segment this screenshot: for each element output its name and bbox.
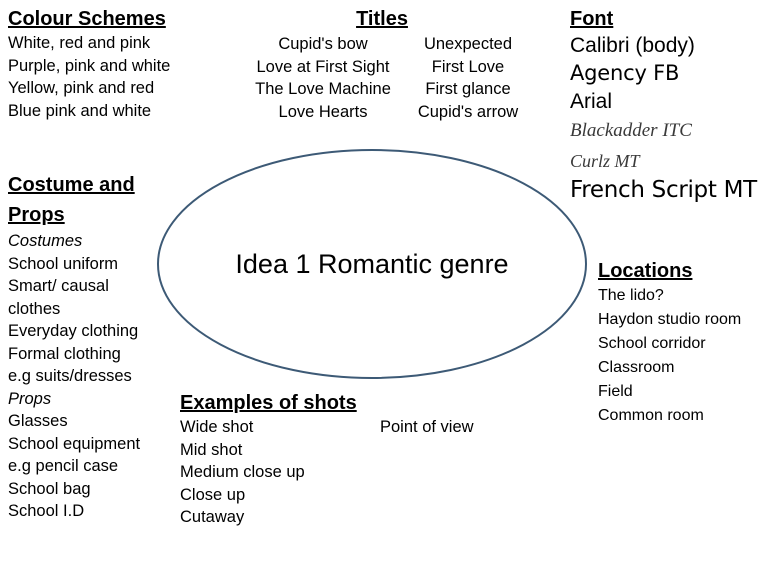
central-idea-label: Idea 1 Romantic genre	[235, 248, 509, 279]
list-item: Cupid's arrow	[417, 102, 519, 121]
font-sample-french-script: French Script MT	[570, 177, 757, 203]
font-sample-blackadder: Blackadder ITC	[570, 120, 692, 141]
shots-column-right: Point of view	[380, 416, 510, 529]
list-item: Cupid's bow	[278, 35, 368, 53]
font-sample-curlz: Curlz MT	[570, 151, 640, 171]
costume-props-heading-line2: Props	[8, 204, 65, 226]
list-item: Common room	[598, 407, 704, 424]
titles-section: Titles Cupid's bow Love at First Sight T…	[237, 6, 527, 123]
colour-schemes-section: Colour Schemes White, red and pink Purpl…	[8, 6, 170, 122]
props-subheading: Props	[8, 389, 52, 408]
list-item: Mid shot	[180, 440, 243, 459]
list-item: Purple, pink and white	[8, 56, 171, 75]
list-item: Haydon studio room	[598, 311, 742, 328]
list-item: Smart/ causal	[8, 277, 109, 295]
list-item: clothes	[8, 299, 61, 318]
list-item: Field	[598, 383, 633, 400]
locations-heading: Locations	[598, 260, 693, 282]
costume-props-heading-line1: Costume and	[8, 174, 135, 196]
list-item: School bag	[8, 479, 91, 498]
list-item: School equipment	[8, 434, 141, 453]
ellipse-shape	[157, 149, 587, 379]
font-sample-calibri: Calibri (body)	[570, 34, 695, 57]
list-item: Glasses	[8, 412, 68, 430]
list-item: Unexpected	[423, 35, 513, 53]
examples-of-shots-heading: Examples of shots	[180, 392, 357, 414]
list-item: The Love Machine	[255, 80, 391, 98]
font-sample-arial: Arial	[570, 90, 613, 113]
list-item: First glance	[425, 80, 511, 98]
examples-of-shots-section: Examples of shots Wide shot Mid shot Med…	[180, 390, 510, 529]
titles-column-left: Cupid's bow Love at First Sight The Love…	[237, 33, 409, 123]
costumes-subheading: Costumes	[8, 232, 83, 250]
list-item: Cutaway	[180, 508, 245, 526]
central-idea-ellipse: Idea 1 Romantic genre	[156, 148, 588, 380]
titles-heading: Titles	[356, 8, 408, 30]
list-item: Everyday clothing	[8, 322, 139, 340]
list-item: Blue pink and white	[8, 101, 152, 120]
list-item: School I.D	[8, 502, 85, 520]
font-sample-agency-fb: Agency FB	[570, 61, 680, 85]
font-heading: Font	[570, 8, 614, 30]
list-item: Yellow, pink and red	[8, 79, 155, 97]
costume-and-props-section: Costume and Props Costumes School unifor…	[8, 170, 140, 523]
locations-section: Locations The lido? Haydon studio room S…	[598, 258, 741, 428]
shots-columns: Wide shot Mid shot Medium close up Close…	[180, 416, 510, 529]
list-item: Classroom	[598, 359, 675, 376]
list-item: Wide shot	[180, 418, 254, 436]
list-item: First Love	[431, 57, 505, 76]
list-item: Love Hearts	[278, 102, 368, 121]
list-item: Love at First Sight	[256, 57, 390, 76]
list-item: Medium close up	[180, 463, 305, 481]
list-item: School corridor	[598, 335, 706, 352]
list-item: e.g pencil case	[8, 457, 119, 475]
list-item: White, red and pink	[8, 34, 151, 52]
colour-schemes-heading: Colour Schemes	[8, 8, 166, 30]
list-item: e.g suits/dresses	[8, 367, 132, 385]
list-item: The lido?	[598, 287, 664, 304]
titles-column-right: Unexpected First Love First glance Cupid…	[409, 33, 527, 123]
titles-columns: Cupid's bow Love at First Sight The Love…	[237, 33, 527, 123]
shots-column-left: Wide shot Mid shot Medium close up Close…	[180, 416, 380, 529]
list-item: Close up	[180, 485, 246, 504]
list-item: Formal clothing	[8, 344, 121, 363]
list-item: School uniform	[8, 254, 119, 273]
font-section: Font Calibri (body) Agency FB Arial Blac…	[570, 6, 768, 204]
list-item: Point of view	[380, 418, 474, 436]
